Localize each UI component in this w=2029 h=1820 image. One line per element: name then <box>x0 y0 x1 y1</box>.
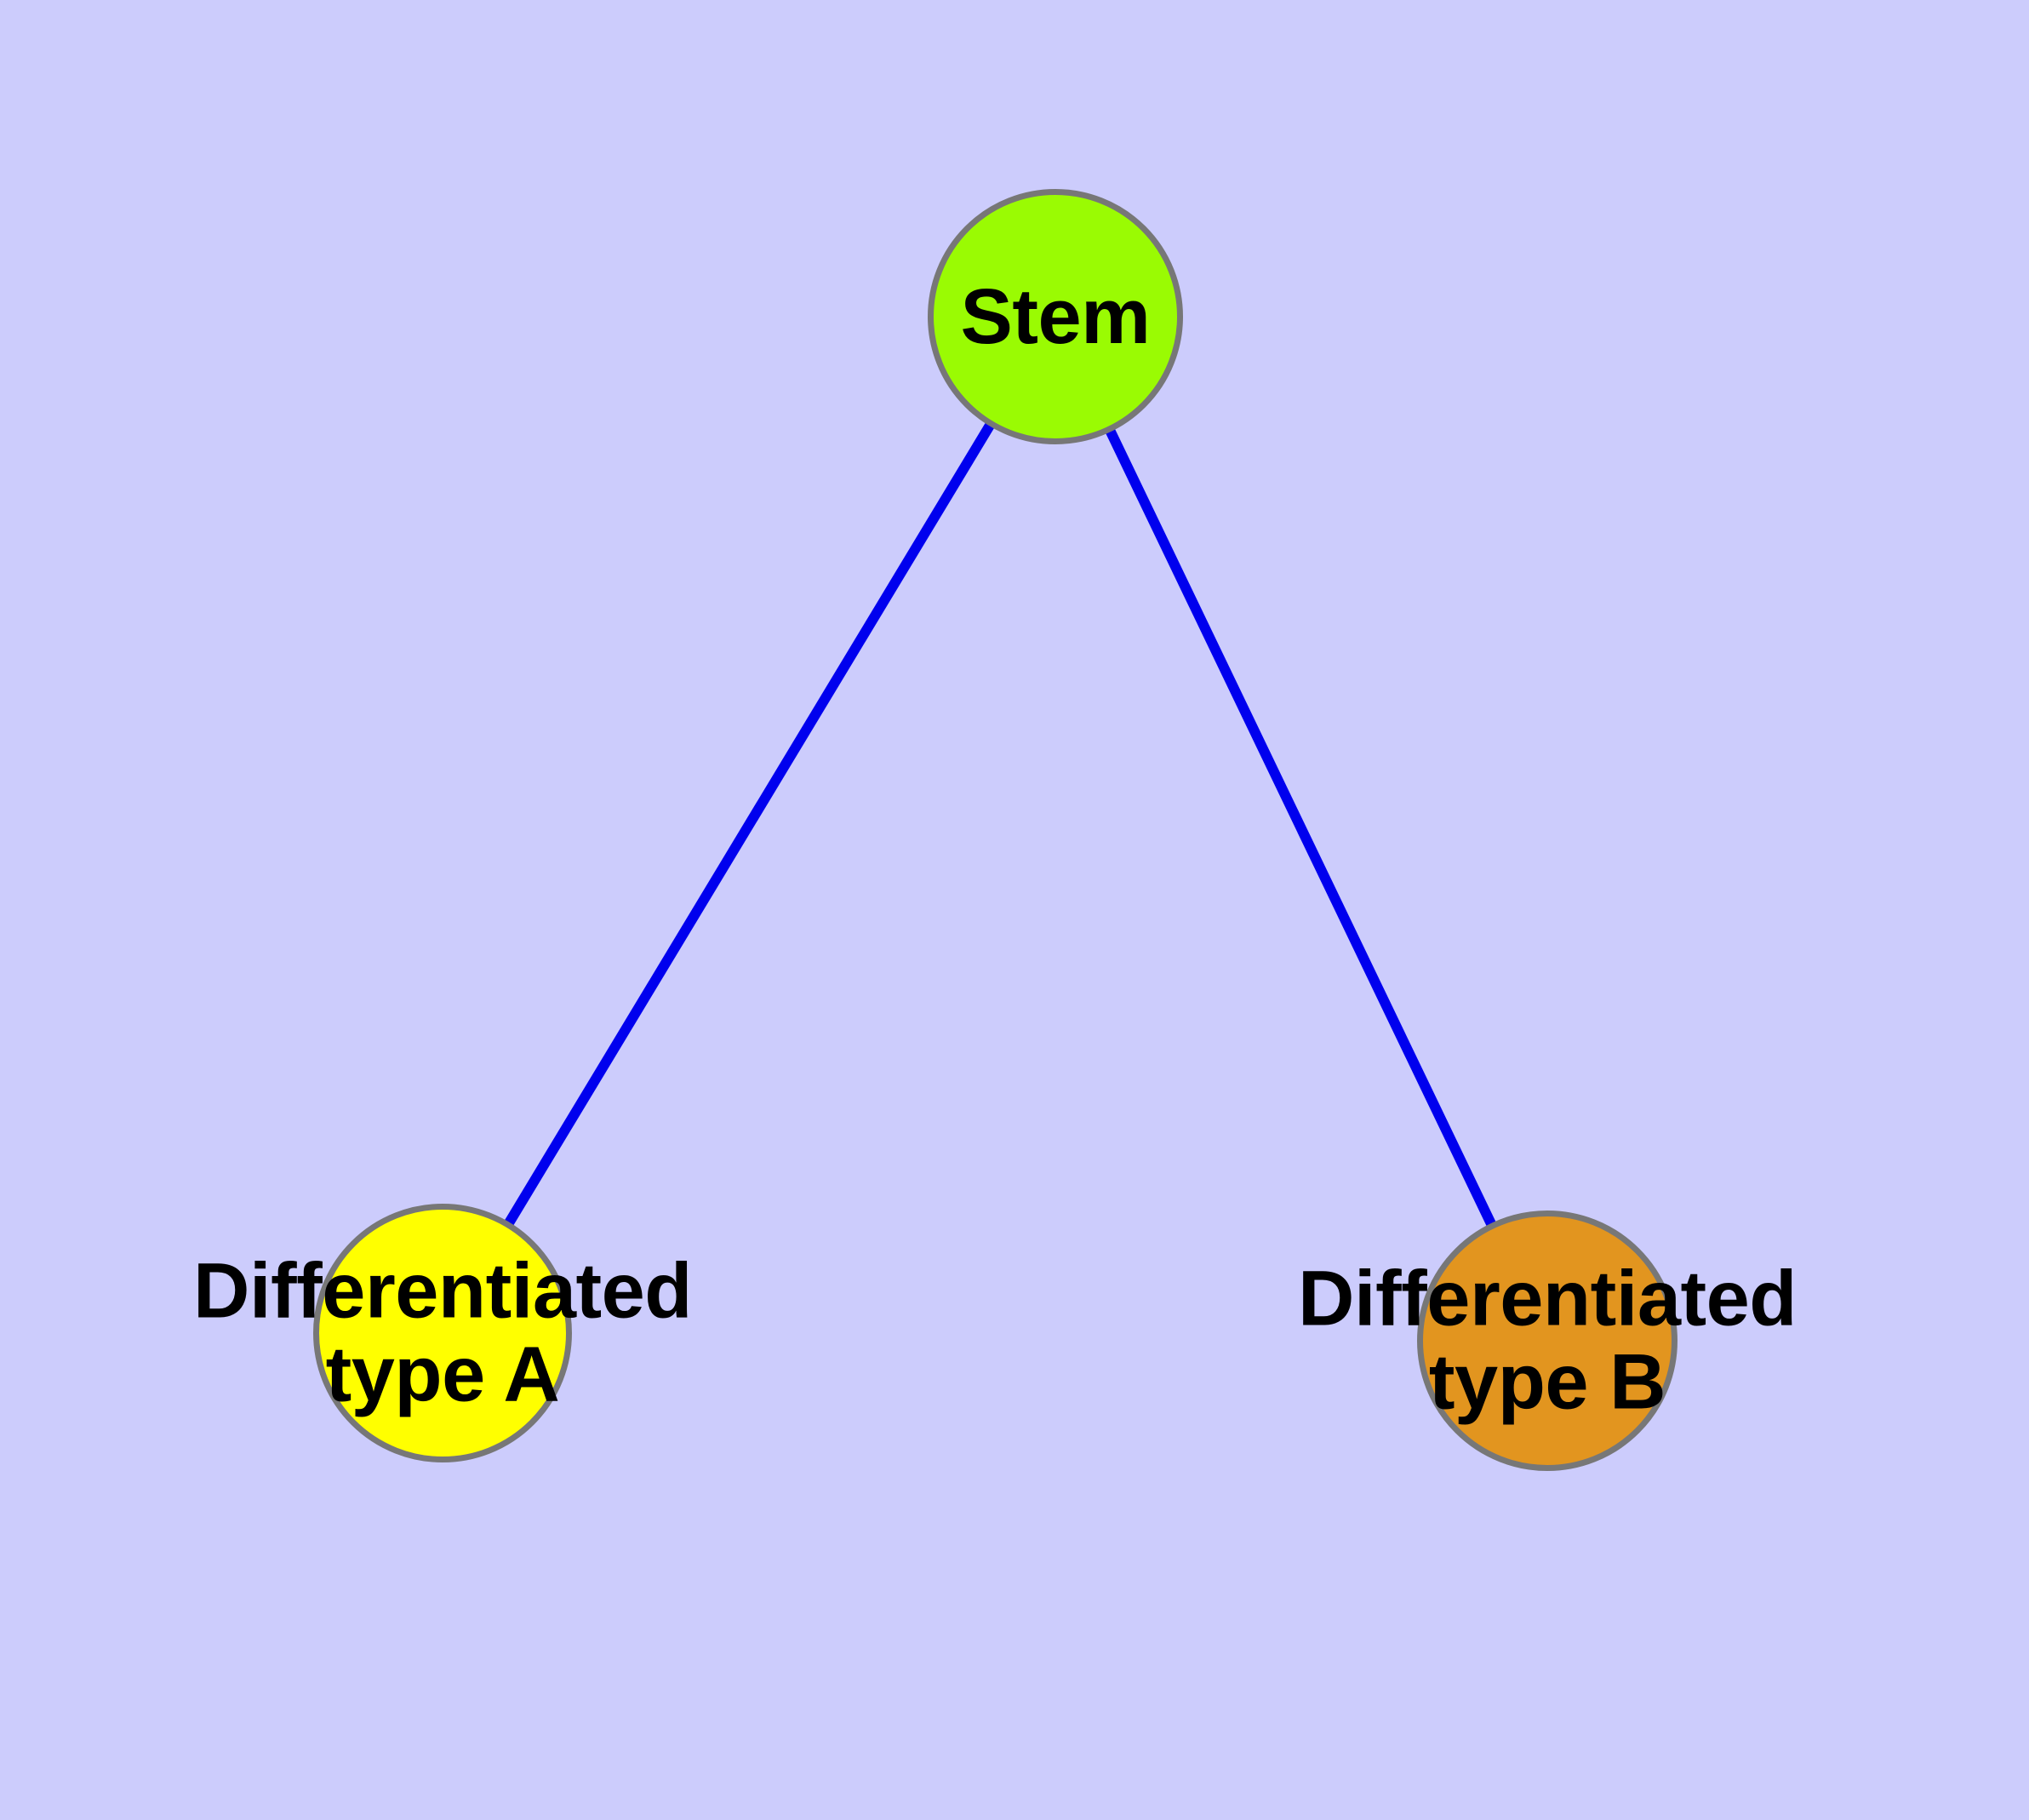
node-stem-label: Stem <box>960 272 1151 360</box>
node-stem[interactable]: Stem <box>928 189 1183 444</box>
edge-stem-to-diff-b <box>1050 314 1552 1343</box>
edge-stem-to-diff-a <box>437 313 1060 1336</box>
node-differentiated-type-b[interactable]: Differentiated type B <box>1298 1210 1797 1471</box>
node-stem-label-line-1: Stem <box>960 272 1151 360</box>
node-differentiated-type-a[interactable]: Differentiated type A <box>193 1204 692 1462</box>
